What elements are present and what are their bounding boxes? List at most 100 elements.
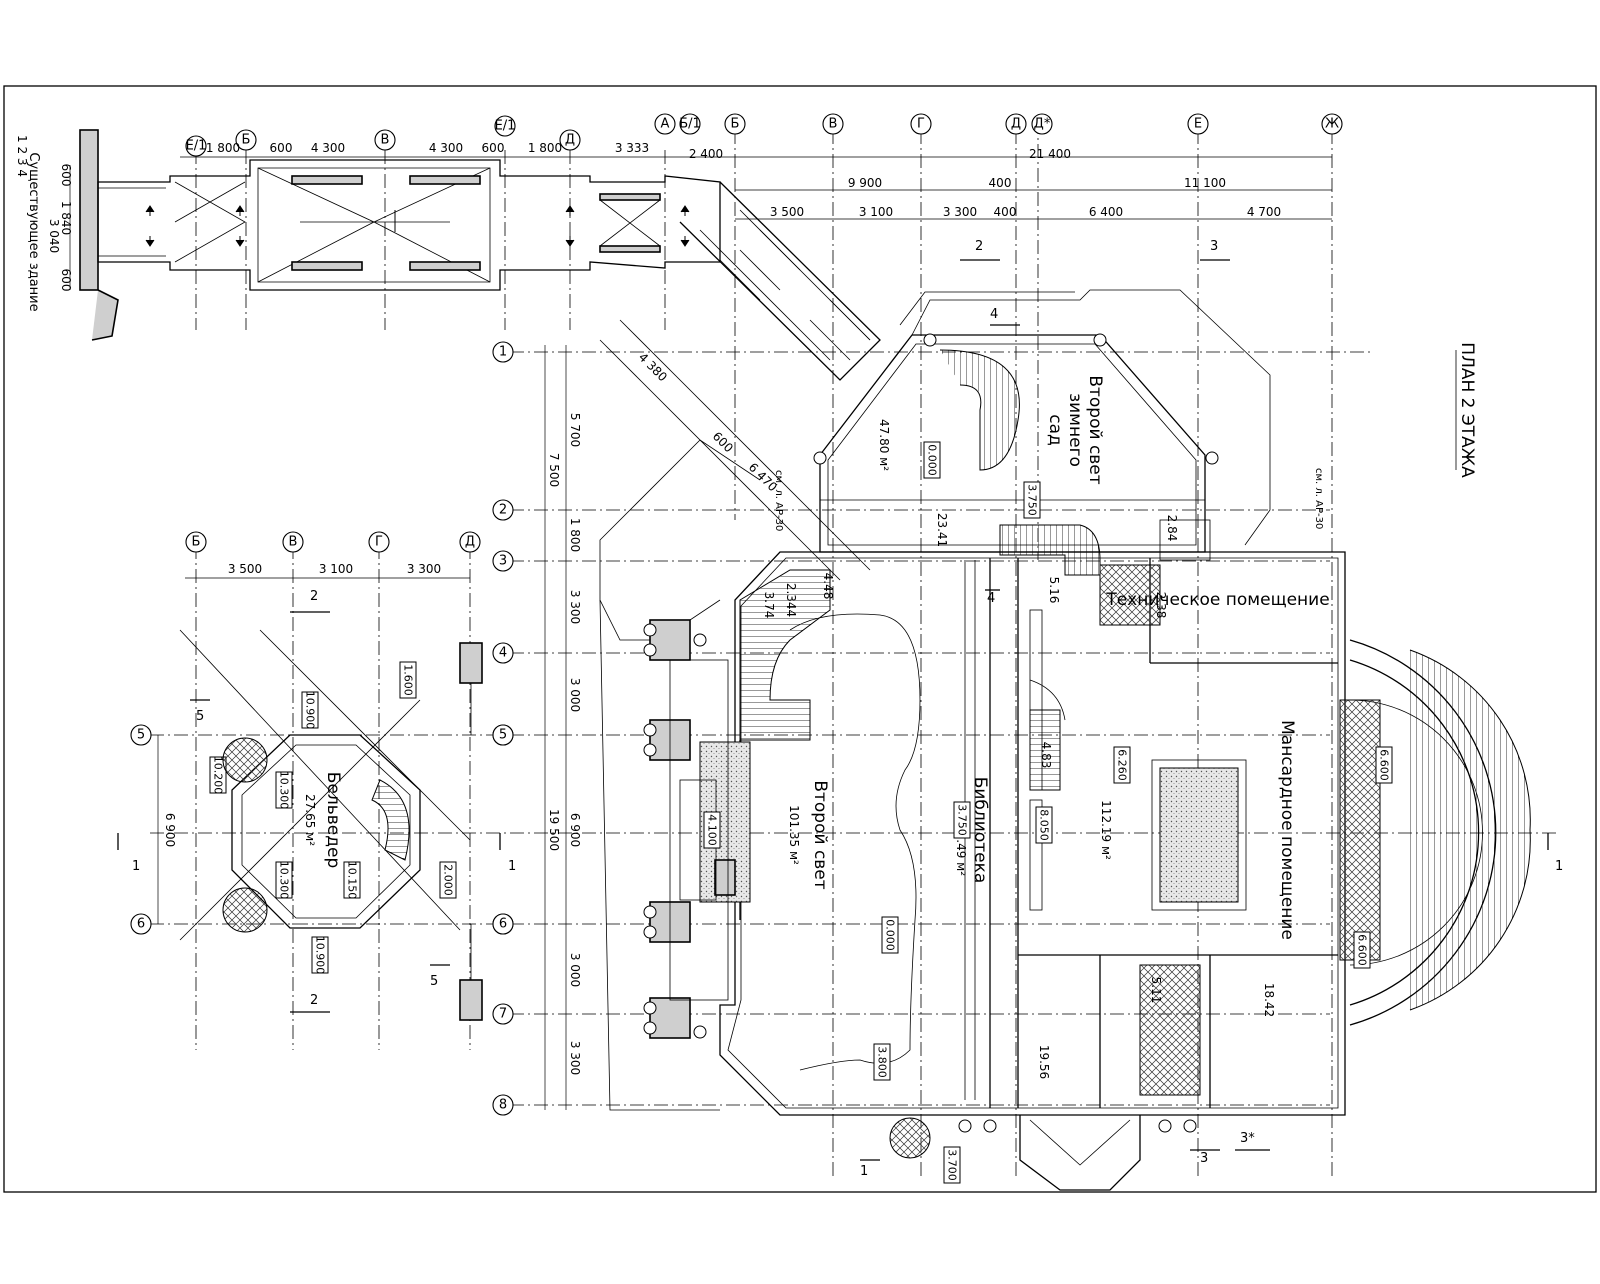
svg-text:1 2 3 4: 1 2 3 4: [15, 135, 29, 177]
diagonal-corridor: [599, 181, 881, 581]
svg-text:Второй свет: Второй свет: [810, 780, 830, 889]
main-building: [599, 289, 1346, 1191]
svg-text:3: 3: [1200, 1151, 1208, 1166]
svg-text:6 900: 6 900: [163, 813, 177, 847]
axis-marker: Е/1: [494, 115, 516, 137]
svg-text:2 400: 2 400: [689, 147, 723, 161]
gallery-corridor: [97, 159, 721, 291]
svg-text:Д*: Д*: [1034, 117, 1051, 132]
svg-text:2: 2: [310, 589, 318, 604]
svg-text:400: 400: [989, 176, 1012, 190]
svg-text:27.65 м²: 27.65 м²: [303, 794, 317, 846]
level-mark: 10.900: [301, 691, 319, 729]
section-mark: 2: [290, 589, 330, 613]
level-mark: 3.700: [943, 1146, 961, 1184]
svg-text:5: 5: [137, 728, 145, 743]
level-mark: 10.300: [275, 861, 293, 899]
svg-text:8: 8: [499, 1098, 507, 1113]
axis-marker: 5: [130, 724, 152, 746]
svg-text:Г: Г: [375, 535, 383, 550]
svg-text:3: 3: [499, 554, 507, 569]
svg-text:3.750: 3.750: [1026, 484, 1039, 516]
svg-text:3 100: 3 100: [319, 562, 353, 576]
level-mark: 6.600: [1375, 746, 1393, 784]
ref-note: см. л. АР-30: [773, 470, 784, 531]
svg-text:6.260: 6.260: [1116, 749, 1129, 781]
section-mark: 1: [117, 833, 140, 874]
svg-text:600: 600: [482, 141, 505, 155]
axis-marker: 7: [492, 1003, 514, 1025]
existing-building-label: Существующее здание: [26, 152, 41, 311]
small-room-areas: 23.41 2.84 5.16 2.38 4.48 3.74 2.344 4.8…: [762, 513, 1276, 1079]
svg-text:Библиотека: Библиотека: [970, 777, 990, 884]
svg-text:Ж: Ж: [1325, 117, 1339, 132]
section-mark: 5: [190, 699, 210, 724]
left-dimensions: 5 700 7 500 1 800 3 300 3 000 6 900 19 5…: [544, 345, 582, 1110]
wc: [1099, 564, 1161, 626]
svg-text:4 700: 4 700: [1247, 205, 1281, 219]
section-mark: 2: [290, 993, 330, 1013]
section-mark: 1: [1547, 833, 1563, 874]
ref-note: см. л. АР-30: [1313, 468, 1324, 529]
level-mark: 6.600: [1353, 931, 1371, 969]
level-mark: 0.000: [923, 441, 941, 479]
svg-text:зимнего: зимнего: [1065, 393, 1085, 467]
axis-marker: Д: [559, 129, 581, 151]
svg-text:4: 4: [990, 307, 998, 322]
belvedere-plan: 3 500 3 100 3 300 6 900: [150, 545, 500, 1050]
section-mark: 3*: [1235, 1131, 1270, 1151]
svg-text:600: 600: [59, 269, 73, 292]
svg-text:3*: 3*: [1240, 1131, 1255, 1146]
svg-text:3 500: 3 500: [228, 562, 262, 576]
svg-text:3 300: 3 300: [568, 1041, 582, 1075]
svg-text:600: 600: [710, 429, 736, 455]
svg-text:5.16: 5.16: [1047, 577, 1061, 604]
axis-marker: В: [374, 129, 396, 151]
level-mark: 10.300: [275, 771, 293, 809]
level-mark: 0.000: [881, 916, 899, 954]
belvedere-piers: [459, 642, 483, 1021]
svg-text:1 800: 1 800: [568, 518, 582, 552]
level-mark: 10.200: [209, 756, 227, 795]
level-marks: 0.000 3.750 3.750 6.260 8.050 0.000 3.80…: [209, 441, 1393, 1184]
axis-marker: Г: [368, 531, 390, 553]
level-mark: 3.750: [953, 801, 971, 839]
level-mark: 6.260: [1113, 746, 1131, 784]
svg-text:7: 7: [499, 1007, 507, 1022]
axis-marker: 5: [492, 724, 514, 746]
svg-text:Е/1: Е/1: [186, 139, 207, 154]
section-mark: 4: [990, 307, 1020, 326]
svg-text:сад: сад: [1045, 414, 1065, 446]
svg-text:Д: Д: [1011, 117, 1021, 132]
svg-text:1 800: 1 800: [206, 141, 240, 155]
level-mark: 2.000: [439, 861, 457, 899]
svg-text:2.84: 2.84: [1165, 515, 1179, 542]
section-markers: 1 1 2 2 2 3 3* 3 4 4 5 5 1 1: [117, 239, 1563, 1179]
svg-text:3 500: 3 500: [770, 205, 804, 219]
room-attic: Мансардное помещение 112.19 м²: [1099, 720, 1297, 940]
svg-text:2: 2: [975, 239, 983, 254]
svg-text:1: 1: [1555, 859, 1563, 874]
level-mark: 10.150: [343, 861, 361, 899]
svg-text:3: 3: [1210, 239, 1218, 254]
room-winter-garden: Второй свет зимнего сад 47.80 м²: [877, 375, 1105, 484]
level-mark: 1.600: [399, 661, 417, 699]
room-second-light: Второй свет 101.35 м²: [787, 780, 830, 889]
svg-text:10.200: 10.200: [212, 756, 225, 795]
svg-text:3 040: 3 040: [47, 219, 61, 253]
svg-text:В: В: [829, 117, 838, 132]
svg-text:3.800: 3.800: [876, 1046, 889, 1078]
room-technical: Техническое помещение: [1105, 590, 1329, 610]
level-mark: 10.900: [311, 936, 329, 974]
svg-text:3 100: 3 100: [859, 205, 893, 219]
svg-text:1: 1: [132, 859, 140, 874]
svg-text:2: 2: [310, 993, 318, 1008]
svg-text:В: В: [289, 535, 298, 550]
svg-text:Е: Е: [1194, 117, 1202, 132]
column-axis-markers: Е/1 Б В Е/1 Д А Б/1 Б В Г Д Д* Е Ж: [185, 113, 1343, 157]
svg-text:6: 6: [499, 917, 507, 932]
axis-marker: Д: [1005, 113, 1027, 135]
svg-text:В: В: [381, 133, 390, 148]
svg-text:3 333: 3 333: [615, 141, 649, 155]
